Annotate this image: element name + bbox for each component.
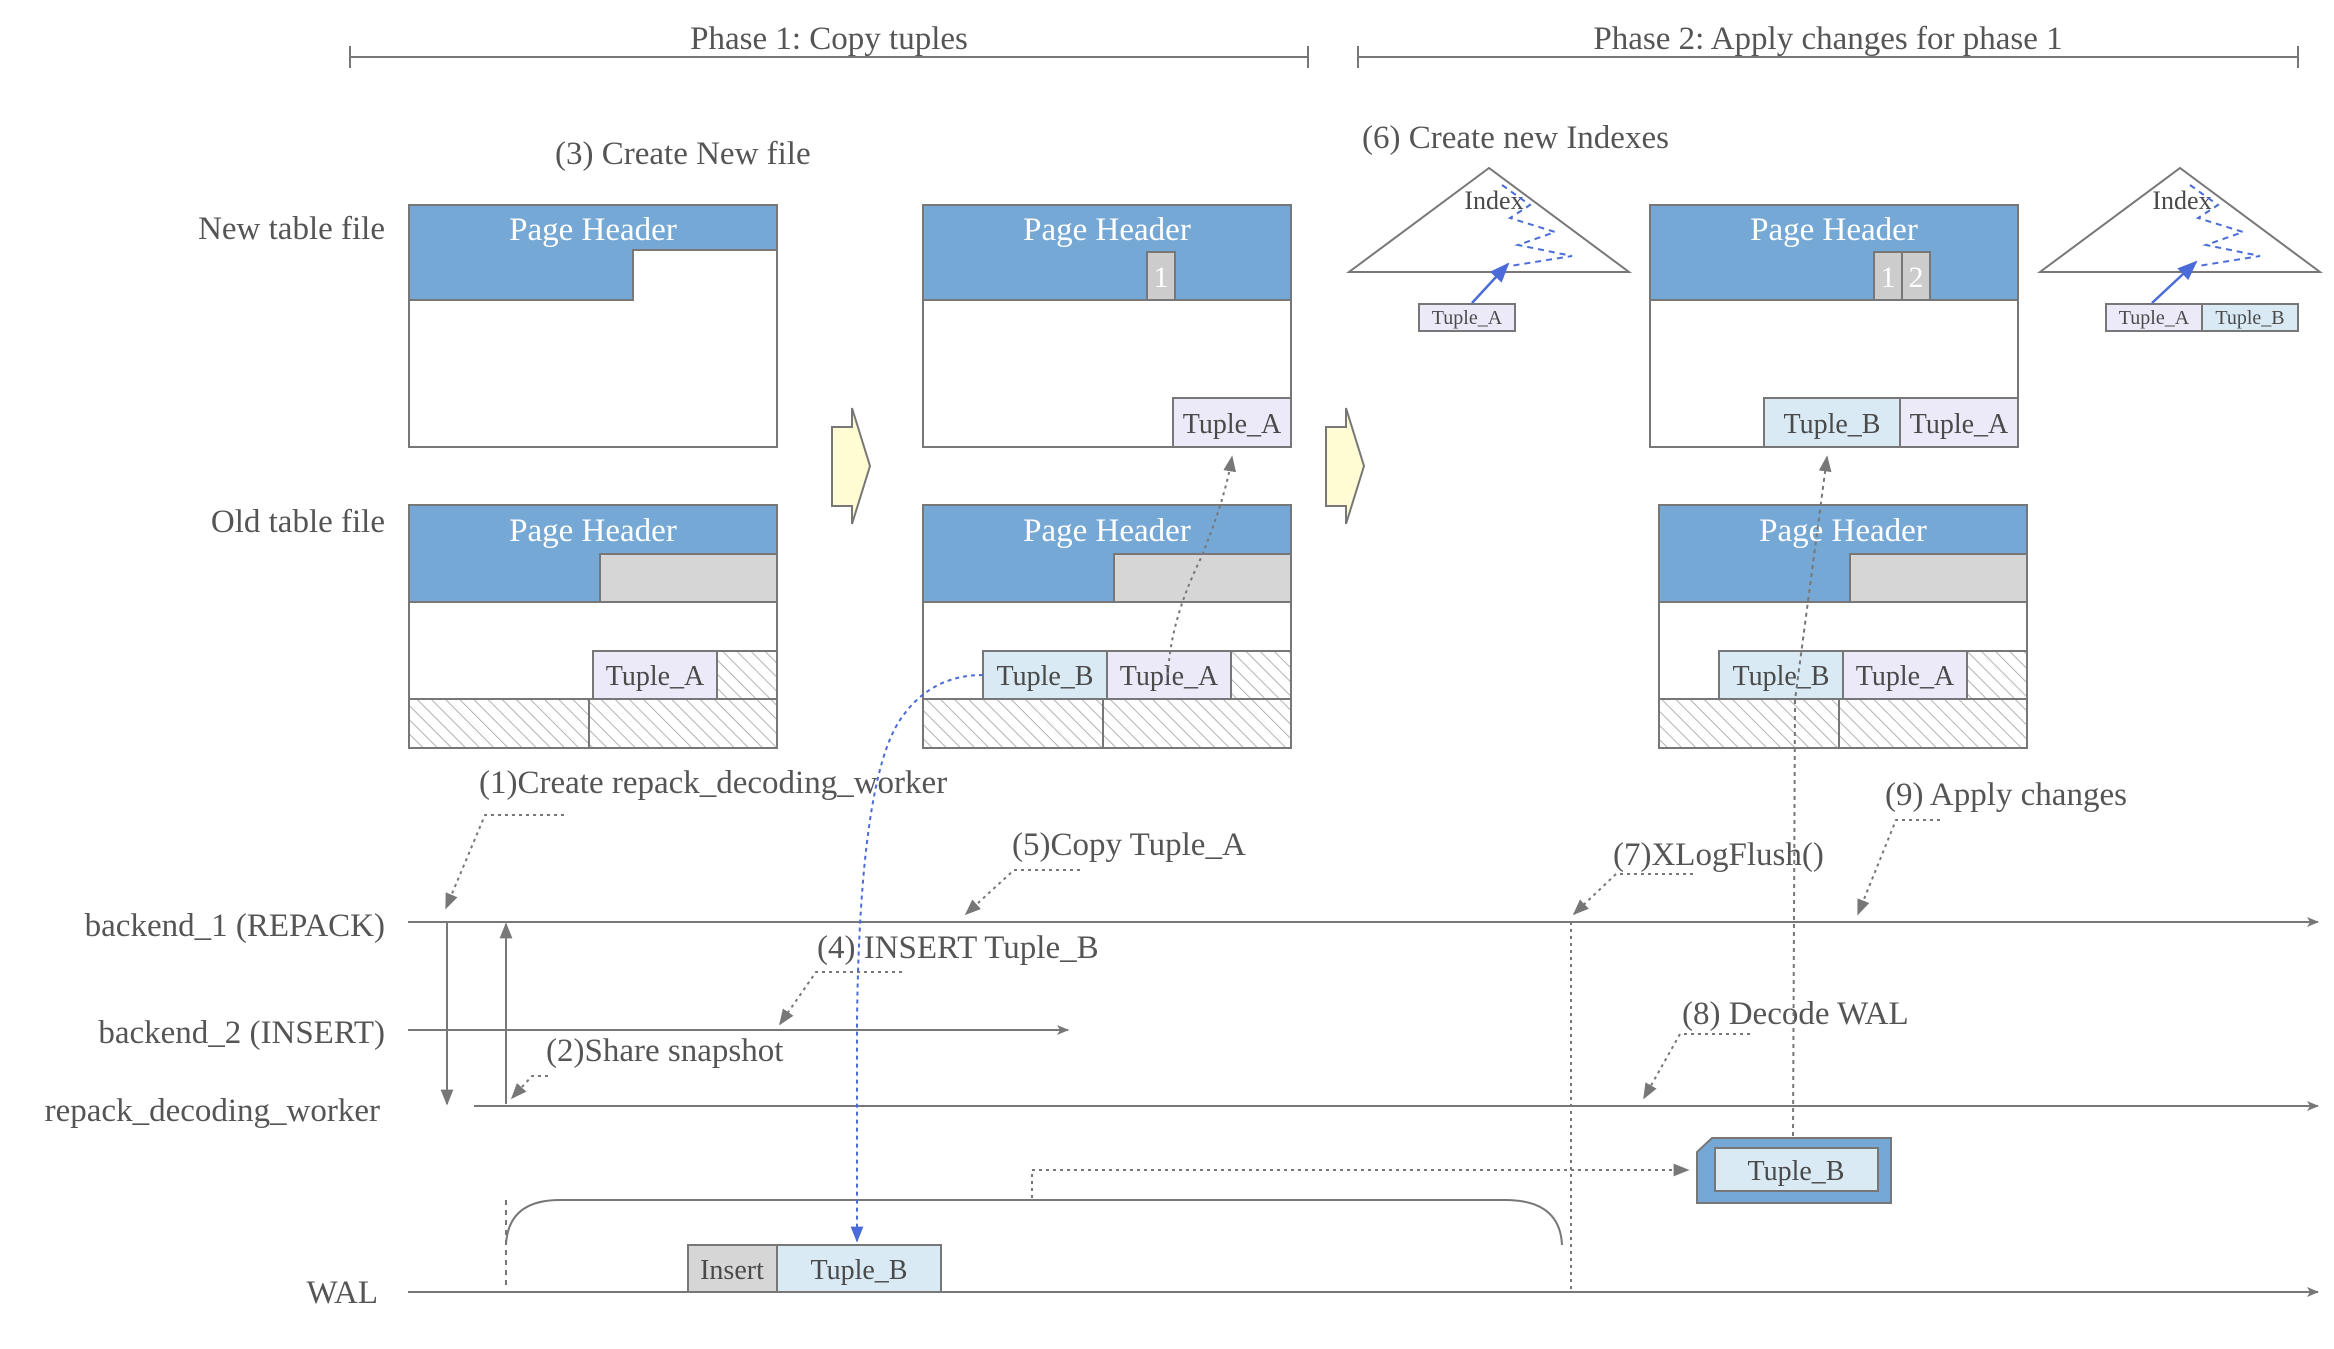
tuple-a-label: Tuple_A	[2119, 307, 2190, 329]
phase-2-label: Phase 2: Apply changes for phase 1	[1593, 21, 2062, 57]
phase-1-heading: Phase 1: Copy tuples	[349, 21, 1309, 68]
new-table-page-3: 1 2 Page Header Tuple_B Tuple_A	[1649, 204, 2019, 448]
step-2-label: (2)Share snapshot	[546, 1033, 783, 1069]
tuple-b-label: Tuple_B	[1732, 661, 1829, 692]
old-table-page-3: Page Header Tuple_B Tuple_A	[1658, 504, 2028, 749]
tuple-b-label: Tuple_B	[996, 661, 1093, 692]
new-table-file-label: New table file	[198, 211, 385, 247]
insert-tuple-b-arrow	[850, 674, 984, 1243]
step-2-leader	[510, 1075, 548, 1100]
timeline-label-worker: repack_decoding_worker	[45, 1093, 380, 1129]
index-entry-tuple-b	[2201, 303, 2299, 332]
tuple-a-label: Tuple_A	[1856, 661, 1955, 692]
wal-insert-box	[687, 1244, 778, 1293]
step-7-label: (7)XLogFlush()	[1613, 837, 1824, 873]
old-table-page-1: Page Header Tuple_A	[408, 504, 778, 749]
line-pointer-1-label: 1	[1154, 261, 1169, 294]
page-header-label: Page Header	[509, 212, 677, 248]
step-9-leader	[1857, 819, 1940, 916]
step-8-label: (8) Decode WAL	[1682, 996, 1909, 1032]
old-table-file-label: Old table file	[211, 504, 385, 540]
line-pointer-2-label: 2	[1909, 261, 1924, 294]
wal-tuple-b-label: Tuple_B	[810, 1255, 907, 1286]
new-table-page-2: 1 Page Header Tuple_A	[922, 204, 1292, 448]
index-label: Index	[2152, 186, 2211, 215]
step-5-label: (5)Copy Tuple_A	[1012, 827, 1246, 863]
page-header-label: Page Header	[1023, 513, 1191, 549]
line-pointer-1	[1873, 251, 1903, 301]
tuple-a-box	[1172, 397, 1292, 448]
index-label: Index	[1464, 186, 1523, 215]
step-5-leader	[964, 869, 1080, 916]
page-header-label: Page Header	[1023, 212, 1191, 248]
decoded-change: Tuple_B	[1696, 1137, 1892, 1204]
wal-tuple-b-box	[776, 1244, 942, 1293]
step-7-leader	[1572, 873, 1693, 916]
wal-record: Insert Tuple_B	[687, 1244, 942, 1293]
step-6-label: (6) Create new Indexes	[1362, 120, 1669, 156]
phase-1-label: Phase 1: Copy tuples	[690, 21, 968, 57]
page-header-label: Page Header	[1750, 212, 1918, 248]
step-8-leader	[1643, 1033, 1750, 1100]
wal-decode-range	[505, 1199, 1563, 1246]
step-4-leader	[779, 971, 902, 1026]
tuple-a-label: Tuple_A	[1432, 307, 1503, 329]
page-header-label: Page Header	[509, 513, 677, 549]
step-4-label: (4) INSERT Tuple_B	[817, 930, 1099, 966]
line-pointer-2	[1901, 251, 1931, 301]
decoded-tuple-b-label: Tuple_B	[1747, 1156, 1844, 1187]
line-pointer-1-label: 1	[1881, 261, 1896, 294]
index-tree-2: Index Tuple_A Tuple_B	[2036, 166, 2324, 332]
old-table-page-2: Page Header Tuple_B Tuple_A	[922, 504, 1292, 749]
phase-2-heading: Phase 2: Apply changes for phase 1	[1357, 21, 2299, 68]
page-header-label: Page Header	[1759, 513, 1927, 549]
tuple-b-label: Tuple_B	[1783, 409, 1880, 440]
tuple-b-label: Tuple_B	[2215, 307, 2284, 329]
apply-tuple-b-arrow	[1792, 455, 1832, 1137]
tuple-a-label: Tuple_A	[606, 661, 705, 692]
transition-arrow-2	[1325, 407, 1366, 525]
step-9-label: (9) Apply changes	[1885, 777, 2127, 813]
step-3-label: (3) Create New file	[555, 136, 811, 172]
line-pointer-1	[1146, 251, 1176, 301]
decode-arrow	[1031, 1163, 1690, 1198]
step-1-leader	[445, 814, 564, 910]
timeline-label-wal: WAL	[307, 1275, 378, 1311]
tuple-b-box	[1763, 397, 1901, 448]
index-tree-1: Index Tuple_A	[1345, 166, 1633, 332]
tuple-b-box	[1718, 650, 1844, 700]
step-1-label: (1)Create repack_decoding_worker	[479, 765, 947, 801]
copy-tuple-a-arrow	[1167, 455, 1237, 676]
tuple-a-label: Tuple_A	[1183, 409, 1282, 440]
tuple-a-label: Tuple_A	[1910, 409, 2009, 440]
index-entry-tuple-a	[2105, 303, 2203, 332]
transition-arrow-1	[831, 407, 872, 525]
decoded-tuple-b-box	[1714, 1147, 1879, 1192]
timeline-label-backend-2: backend_2 (INSERT)	[98, 1015, 385, 1051]
timeline-label-backend-1: backend_1 (REPACK)	[85, 908, 385, 944]
index-entry-tuple-a	[1418, 303, 1516, 332]
wal-insert-label: Insert	[700, 1255, 764, 1286]
new-table-page-1: Page Header	[408, 204, 778, 448]
tuple-a-box	[1899, 397, 2019, 448]
